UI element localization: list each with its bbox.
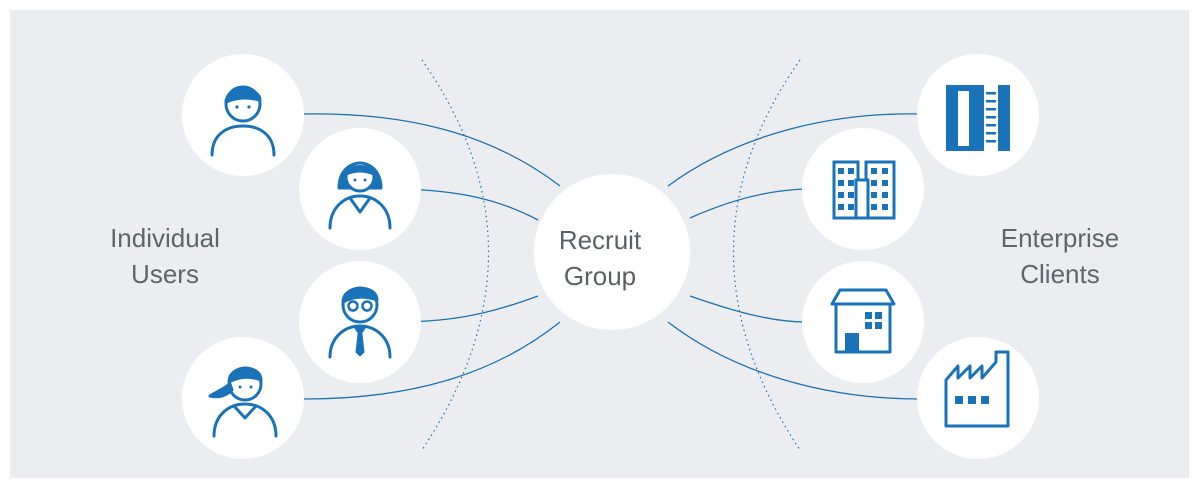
woman-user-icon: [328, 161, 392, 230]
factory-icon: [944, 350, 1010, 428]
office-building-icon: [832, 160, 896, 220]
connection-line: [667, 321, 921, 400]
individual-users-label: Individual Users: [60, 220, 270, 292]
woman-ponytail-user-icon: [208, 366, 278, 438]
connection-line: [303, 113, 561, 187]
right-connections: [667, 113, 921, 400]
recruit-group-label: Recruit Group: [520, 222, 680, 294]
recruit-group-circle: [534, 174, 690, 330]
connection-line: [667, 113, 921, 187]
right-dotted-arc: [732, 59, 801, 451]
man-user-icon: [210, 85, 276, 157]
businessman-glasses-icon: [328, 286, 392, 359]
individual-users-line-1: Individual: [110, 223, 220, 253]
enterprise-clients-line-1: Enterprise: [1000, 223, 1120, 253]
recruit-group-line-2: Group: [563, 261, 637, 291]
left-dotted-arc: [421, 59, 490, 451]
individual-users-line-2: Users: [131, 259, 199, 289]
small-house-building-icon: [830, 288, 896, 354]
connection-line: [303, 321, 561, 400]
recruit-group-line-1: Recruit: [558, 225, 642, 255]
connection-line: [689, 188, 807, 219]
enterprise-clients-label: Enterprise Clients: [960, 220, 1160, 292]
connection-line: [689, 295, 807, 323]
skyscraper-icon: [946, 85, 1010, 151]
enterprise-clients-line-2: Clients: [1020, 259, 1100, 289]
